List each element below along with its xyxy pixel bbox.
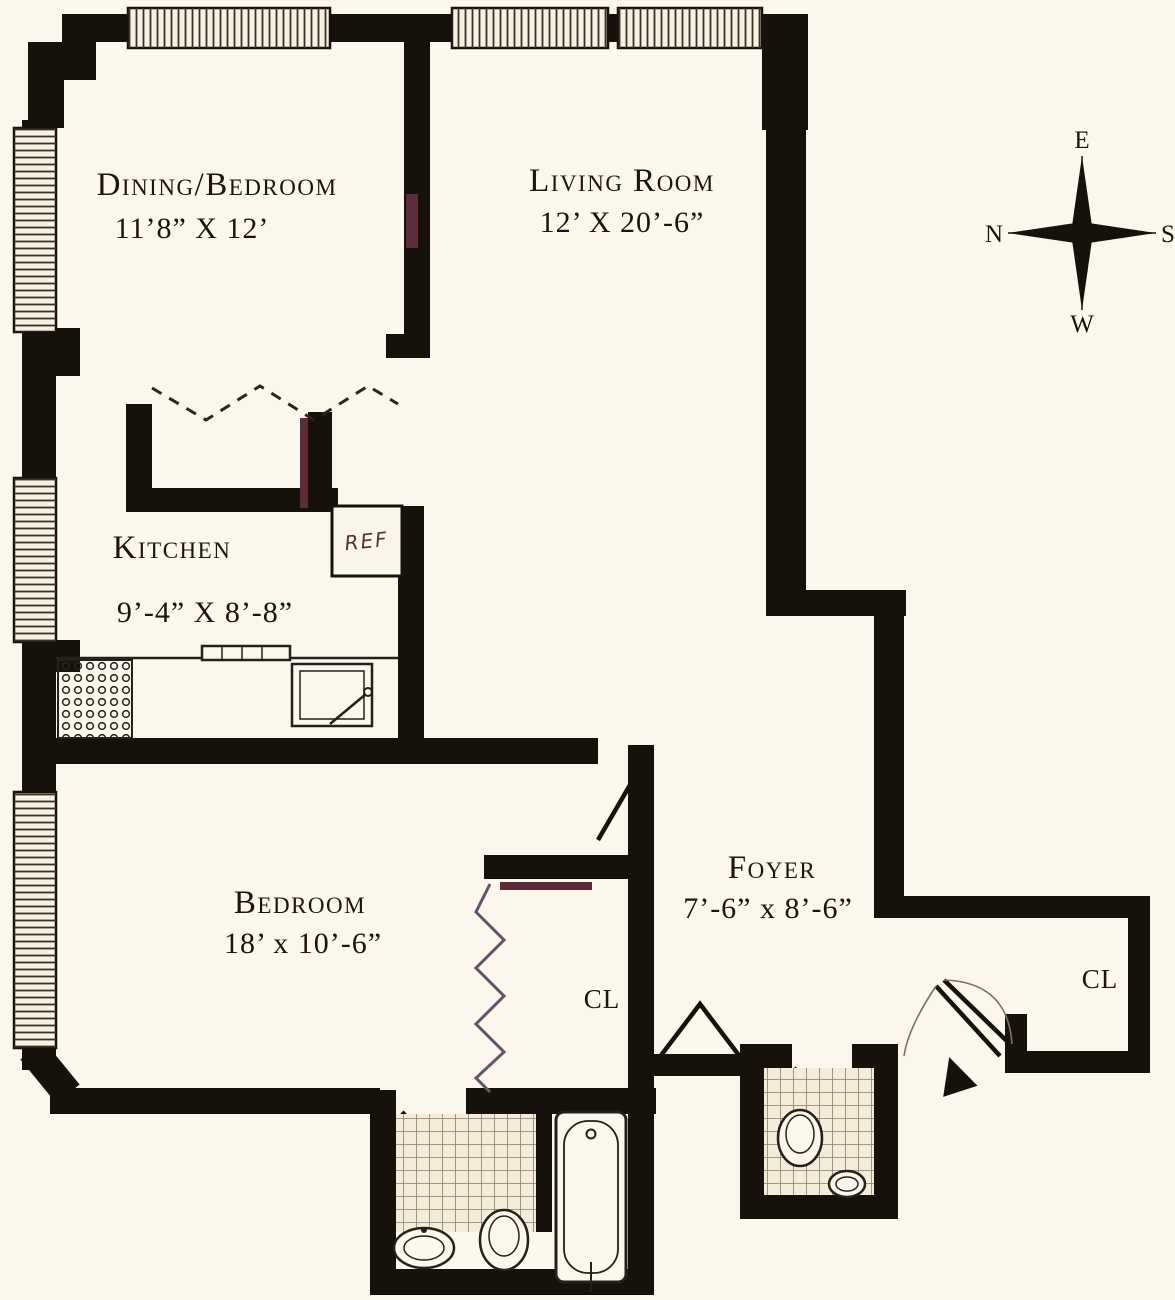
living-room-dimensions: 12’ X 20’-6” [540,206,705,239]
window-left-bedroom [12,790,58,1050]
compass-west-label: W [1070,311,1094,338]
compass-south-label: S [1161,221,1175,248]
window-top-living-1 [450,6,610,50]
upper-cabinets-dashed [151,384,399,422]
entry-door-leaf [934,984,1002,1058]
dining-bedroom-label: Dining/Bedroom [97,167,338,203]
small-bathroom [764,1068,874,1199]
bedroom-closet-accordion-door [473,883,507,1094]
refrigerator: REF [330,504,404,578]
bathroom-sink-icon [392,1226,456,1270]
refrigerator-label: REF [343,527,389,555]
entry-closet-label: CL [1082,964,1119,994]
entry-arrow-icon [943,1057,978,1097]
compass-north-label: N [985,221,1003,248]
foyer-label: Foyer [728,850,816,886]
dishwasher-icon [200,644,292,662]
door-accents [300,194,592,890]
hall-closet-label: CL [584,984,621,1014]
kitchen-label: Kitchen [113,530,232,566]
sink-icon [827,1169,867,1199]
window-top-living-2 [616,6,764,50]
hall-door-leaf [596,752,650,842]
toilet-icon [776,1108,824,1168]
kitchen-fixtures: REF [56,384,404,739]
kitchen-sink-icon [290,662,374,728]
toilet-icon [478,1208,530,1272]
window-left-dining [12,126,58,334]
compass-rose: E N S W [985,127,1175,338]
compass-east-label: E [1074,127,1089,154]
main-bathroom [392,1110,628,1292]
windows [12,6,764,1050]
kitchen-dimensions: 9’-4” X 8’-8” [117,596,293,629]
foyer-dimensions: 7’-6” x 8’-6” [683,892,853,925]
bedroom-label: Bedroom [234,885,366,921]
window-top-dining [126,6,332,50]
stove-icon [57,659,133,739]
dining-bedroom-dimensions: 11’8” X 12’ [115,212,270,245]
bedroom-dimensions: 18’ x 10’-6” [224,927,382,960]
foyer-closet-bifold-door [654,1000,746,1064]
living-room-label: Living Room [529,163,715,199]
window-left-kitchen [12,476,58,644]
room-labels: Dining/Bedroom 11’8” X 12’ Living Room 1… [97,163,1119,1014]
bathtub-icon [554,1110,628,1292]
entry-closet-door-leaf [942,978,1014,1048]
